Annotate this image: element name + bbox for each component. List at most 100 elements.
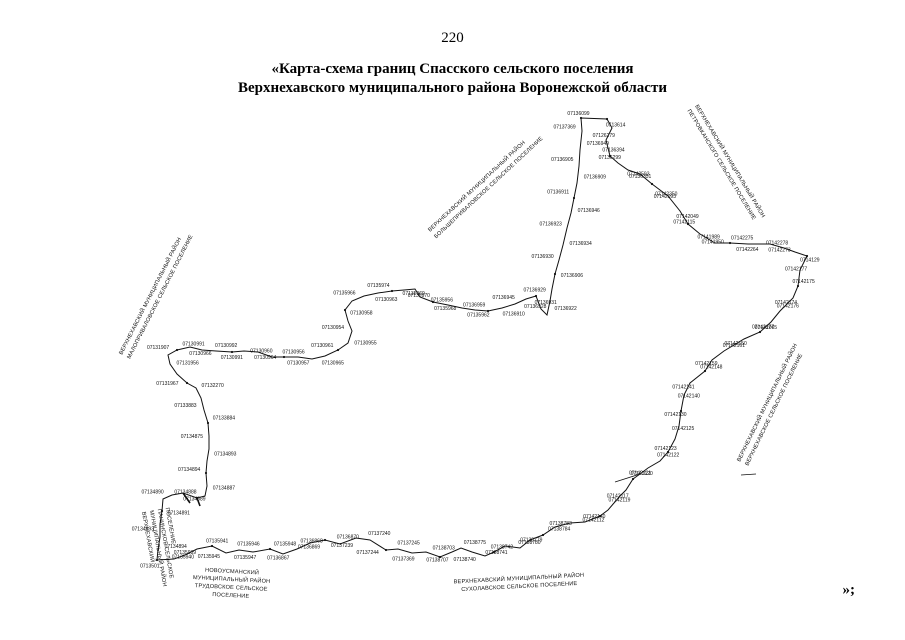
neighbor-bottom-center-left-line-4: ПОСЕЛЕНИЕ bbox=[212, 592, 249, 600]
neighbor-bottom-center-left-line-1: НОВОУСМАНСКИЙ bbox=[205, 566, 259, 577]
point-code-label: 07130956 bbox=[282, 349, 304, 355]
point-code-label: 07142275 bbox=[731, 236, 753, 242]
point-code-label: 07142120 bbox=[631, 471, 653, 477]
point-code-label: 07141989 bbox=[698, 235, 720, 241]
point-code-label: 07138740 bbox=[454, 557, 476, 563]
neighbor-right-line-1: ВЕРХНЕХАВСКИЙ МУНИЦИПАЛЬНЫЙ РАЙОН bbox=[735, 342, 799, 463]
point-code-label: 07130965 bbox=[322, 360, 344, 366]
point-code-label: 07135947 bbox=[234, 555, 256, 561]
point-code-label: 07137369 bbox=[553, 124, 575, 130]
point-code-label: 07132270 bbox=[202, 383, 224, 389]
neighbor-right-line-2: ВЕРХНЕХАВСКОЕ СЕЛЬСКОЕ ПОСЕЛЕНИЕ bbox=[744, 353, 804, 467]
point-code-label: 07137369 bbox=[392, 556, 414, 562]
point-code-label: 07130992 bbox=[215, 343, 237, 349]
point-code-label: 07136949 bbox=[587, 141, 609, 147]
point-code-label: 07134887 bbox=[213, 485, 235, 491]
point-code-label: 07135948 bbox=[274, 542, 296, 548]
point-code-label: 07141950 bbox=[702, 240, 724, 246]
point-code-label: 07131967 bbox=[156, 381, 178, 387]
point-code-label: 0713614 bbox=[606, 123, 626, 129]
neighbor-label-left: ВЕРХНЕХАВСКИЙ МУНИЦИПАЛЬНЫЙ РАЙОН МАЛОПР… bbox=[117, 234, 195, 360]
point-code-label: 07134894 bbox=[178, 467, 200, 473]
point-code-label: 07138779 bbox=[520, 538, 542, 544]
point-code-label: 07137244 bbox=[357, 550, 379, 556]
point-code-label: 07142176 bbox=[777, 303, 799, 309]
point-code-label: 07136928 bbox=[524, 304, 546, 310]
point-code-label: 07134889 bbox=[183, 497, 205, 503]
point-code-label: 07136299 bbox=[599, 155, 621, 161]
neighbor-label-bottom-center: ВЕРХНЕХАВСКИЙ МУНИЦИПАЛЬНЫЙ РАЙОН СУХОЛА… bbox=[453, 571, 584, 593]
point-code-label: 07142177 bbox=[752, 325, 774, 331]
point-code-label: 07142093 bbox=[654, 194, 676, 200]
point-code-label: 07130964 bbox=[254, 355, 276, 361]
point-code-label: 07135968 bbox=[434, 306, 456, 312]
point-code-label: 07136867 bbox=[267, 556, 289, 562]
point-code-label: 07137245 bbox=[398, 541, 420, 547]
point-code-label: 0714129 bbox=[800, 258, 820, 264]
point-code-label: 07130958 bbox=[350, 310, 372, 316]
point-code-label: 07138707 bbox=[426, 557, 448, 563]
point-code-label: 07134893 bbox=[214, 452, 236, 458]
point-code-label: 07126279 bbox=[593, 133, 615, 139]
boundary-detail bbox=[182, 492, 191, 504]
point-code-label: 07131956 bbox=[177, 360, 199, 366]
point-code-label: 07135966 bbox=[333, 291, 355, 297]
point-code-label: 07136905 bbox=[551, 157, 573, 163]
point-code-label: 07137240 bbox=[368, 531, 390, 537]
point-code-label: 07130991 bbox=[221, 355, 243, 361]
point-code-label: 07131907 bbox=[147, 345, 169, 351]
point-code-label: 07138783 bbox=[550, 521, 572, 527]
point-code-label: 07136351 bbox=[629, 174, 651, 180]
point-code-label: 07142161 bbox=[723, 343, 745, 349]
point-code-label: 07142119 bbox=[609, 498, 631, 504]
point-code-label: 07136929 bbox=[524, 287, 546, 293]
point-code-label: 07142123 bbox=[654, 446, 676, 452]
boundary-detail bbox=[740, 473, 757, 476]
point-code-label: 07136870 bbox=[337, 534, 359, 540]
point-code-label: 07138703 bbox=[433, 546, 455, 552]
point-code-label: 07130957 bbox=[287, 361, 309, 367]
point-code-label: 07136911 bbox=[547, 189, 569, 195]
point-code-label: 07136868 bbox=[301, 538, 323, 544]
neighbor-label-right: ВЕРХНЕХАВСКИЙ МУНИЦИПАЛЬНЫЙ РАЙОН ВЕРХНЕ… bbox=[735, 342, 805, 467]
point-code-label: 07142148 bbox=[700, 365, 722, 371]
point-code-label: 07138784 bbox=[548, 527, 570, 533]
point-code-label: 07134890 bbox=[141, 490, 163, 496]
point-code-label: 07130960 bbox=[250, 348, 272, 354]
point-code-label: 07142049 bbox=[676, 214, 698, 220]
closing-mark: »; bbox=[842, 582, 856, 598]
point-code-label: 07136931 bbox=[535, 300, 557, 306]
point-code-label: 07130966 bbox=[189, 351, 211, 357]
point-code-label: 07135956 bbox=[431, 297, 453, 303]
point-code-label: 07136930 bbox=[531, 254, 553, 260]
point-code-label: 07142264 bbox=[736, 247, 758, 253]
neighbor-top-center-line-2: БОЛЬШЕПРИВАЛОВСКОЕ СЕЛЬСКОЕ ПОСЕЛЕНИЕ bbox=[433, 136, 544, 240]
point-code-label: 07136923 bbox=[540, 222, 562, 228]
point-code-label: 07142140 bbox=[583, 514, 605, 520]
point-code-label: 07142177 bbox=[785, 266, 807, 272]
point-code-label: 07142121 bbox=[629, 471, 651, 477]
point-code-label: 07142112 bbox=[583, 518, 605, 524]
neighbor-bottom-center-left-line-3: ТРУДОВСКОЕ СЕЛЬСКОЕ bbox=[195, 583, 268, 593]
point-code-label: 07133884 bbox=[213, 416, 235, 422]
point-code-label: 07142150 bbox=[725, 341, 747, 347]
point-code-label: 07135970 bbox=[408, 293, 430, 299]
point-code-label: 07136909 bbox=[584, 175, 606, 181]
point-code-label: 07138742 bbox=[491, 544, 513, 550]
neighbor-top-center-line-1: ВЕРХНЕХАВСКИЙ МУНИЦИПАЛЬНЫЙ РАЙОН bbox=[426, 139, 527, 234]
point-code-label: 07136099 bbox=[567, 111, 589, 117]
point-code-label: 07142174 bbox=[775, 300, 797, 306]
point-code-label: 07136946 bbox=[578, 208, 600, 214]
point-code-label: 07138780 bbox=[518, 540, 540, 546]
point-code-label: 07142140 bbox=[678, 394, 700, 400]
point-code-label: 07136394 bbox=[602, 148, 624, 154]
point-code-label: 07135962 bbox=[467, 312, 489, 318]
neighbor-top-right-line-1: ВЕРХНЕХАВСКИЙ МУНИЦИПАЛЬНЫЙ РАЙОН bbox=[693, 103, 767, 219]
point-code-label: 07142273 bbox=[768, 247, 790, 253]
point-code-label: 07142065 bbox=[755, 325, 777, 331]
neighbor-label-bottom-center-left: НОВОУСМАНСКИЙ МУНИЦИПАЛЬНЫЙ РАЙОН ТРУДОВ… bbox=[193, 566, 271, 600]
point-code-label: 07138741 bbox=[485, 550, 507, 556]
point-code-label: 07135969 bbox=[403, 291, 425, 297]
